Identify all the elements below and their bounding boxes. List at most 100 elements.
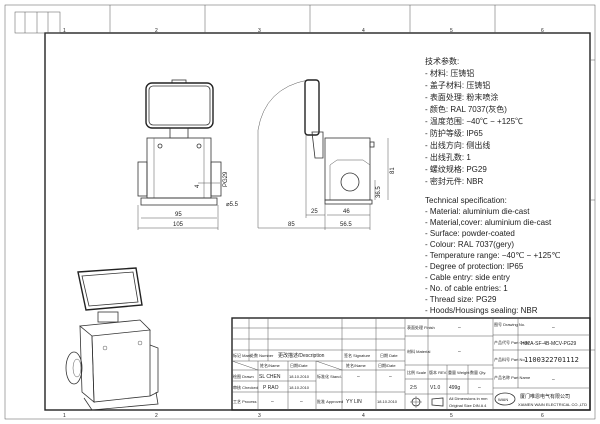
svg-text:–: –	[458, 349, 461, 355]
svg-text:更改描述/Description: 更改描述/Description	[278, 352, 325, 359]
svg-text:56.5: 56.5	[340, 222, 352, 228]
svg-text:1100322701112: 1100322701112	[524, 356, 579, 364]
svg-text:⌀5.5: ⌀5.5	[226, 202, 239, 208]
svg-text:1: 1	[63, 28, 66, 34]
svg-text:–: –	[271, 399, 274, 405]
svg-text:–: –	[458, 325, 461, 331]
svg-text:499g: 499g	[449, 385, 460, 391]
svg-text:–: –	[552, 377, 555, 383]
svg-text:105: 105	[173, 222, 184, 228]
svg-text:WAIN: WAIN	[498, 397, 508, 402]
svg-text:5: 5	[450, 28, 453, 34]
svg-text:- Hoods/Housings sealing: NBR: - Hoods/Housings sealing: NBR	[425, 306, 538, 315]
svg-text:- 温度范围: −40℃ − +125℃: - 温度范围: −40℃ − +125℃	[425, 116, 523, 126]
svg-text:日期/Date: 日期/Date	[290, 362, 308, 368]
title-block: 标记 Mark 处数 Number 更改描述/Description 签名 Si…	[231, 317, 591, 411]
svg-text:H32A-SF-4B-MCV-PG29: H32A-SF-4B-MCV-PG29	[521, 341, 577, 347]
svg-text:- 出线孔数: 1: - 出线孔数: 1	[425, 152, 471, 162]
svg-text:2:5: 2:5	[410, 385, 417, 391]
svg-text:1: 1	[63, 413, 66, 419]
svg-text:签名 Signature: 签名 Signature	[344, 352, 371, 358]
svg-text:Original Size DIN A 4: Original Size DIN A 4	[449, 403, 487, 408]
front-view: 95 105 ⌀5.5 PG29 4	[137, 79, 239, 230]
svg-text:XIAMEN WAIN ELECTRICAL CO.,LTD: XIAMEN WAIN ELECTRICAL CO.,LTD	[518, 402, 587, 407]
svg-text:- Cable entry: side entry: - Cable entry: side entry	[425, 273, 510, 282]
isometric-view	[65, 267, 159, 411]
svg-text:绘图 Drawn: 绘图 Drawn	[233, 373, 254, 379]
projection-symbol-icon	[410, 396, 444, 408]
svg-text:姓名/Name: 姓名/Name	[346, 362, 367, 368]
svg-text:技术参数:: 技术参数:	[425, 56, 459, 66]
svg-text:3: 3	[258, 28, 261, 34]
svg-text:姓名/Name: 姓名/Name	[260, 362, 281, 368]
svg-text:YY LIN: YY LIN	[346, 399, 362, 405]
svg-text:图号 Drawing No.: 图号 Drawing No.	[494, 321, 525, 327]
svg-text:- 螺纹规格: PG29: - 螺纹规格: PG29	[425, 164, 487, 174]
spec-chinese: 技术参数: - 材料: 压铸铝 - 盖子材料: 压铸铝 - 表面处理: 粉末喷涂…	[425, 56, 523, 186]
svg-text:All Dimensions in mm: All Dimensions in mm	[449, 396, 488, 401]
svg-text:批准 Approved: 批准 Approved	[317, 398, 343, 404]
svg-text:Technical specification:: Technical specification:	[425, 196, 507, 205]
svg-text:工艺 Process: 工艺 Process	[233, 399, 257, 404]
svg-text:处数 Number: 处数 Number	[250, 352, 274, 358]
svg-text:- 表面处理: 粉末喷涂: - 表面处理: 粉末喷涂	[425, 92, 498, 102]
svg-text:V1.0: V1.0	[430, 385, 441, 391]
company-logo: WAIN	[494, 392, 516, 406]
svg-text:6: 6	[541, 413, 544, 419]
svg-text:18.10.2010: 18.10.2010	[377, 399, 398, 404]
spec-english: Technical specification: - Material: alu…	[425, 196, 560, 315]
svg-text:产品料号 Part No.: 产品料号 Part No.	[494, 356, 526, 362]
svg-text:95: 95	[175, 212, 182, 218]
svg-text:产品代号 Part Code: 产品代号 Part Code	[494, 339, 530, 345]
svg-text:版本 REV.: 版本 REV.	[429, 369, 447, 375]
svg-text:- Colour: RAL 7037(gery): - Colour: RAL 7037(gery)	[425, 240, 514, 249]
svg-text:81: 81	[390, 167, 396, 174]
svg-text:25: 25	[311, 209, 318, 215]
svg-text:标准化 Stand.: 标准化 Stand.	[317, 373, 342, 379]
svg-text:- 出线方向: 侧出线: - 出线方向: 侧出线	[425, 140, 490, 150]
svg-text:3: 3	[258, 413, 261, 419]
svg-text:厦门唯恩电气有限公司: 厦门唯恩电气有限公司	[520, 393, 570, 400]
svg-text:日期 Date: 日期 Date	[380, 352, 398, 358]
svg-text:标记 Mark: 标记 Mark	[233, 352, 251, 358]
svg-text:重量 Weight: 重量 Weight	[448, 369, 470, 375]
svg-text:–: –	[389, 374, 392, 380]
svg-text:- 防护等级: IP65: - 防护等级: IP65	[425, 128, 483, 138]
svg-text:2: 2	[155, 413, 158, 419]
svg-text:- 材料: 压铸铝: - 材料: 压铸铝	[425, 68, 474, 78]
svg-text:4: 4	[362, 413, 365, 419]
svg-text:- Thread size: PG29: - Thread size: PG29	[425, 295, 497, 304]
grid-labels: 1 2 3 4 5 6 1 2 3 4 5 6	[63, 5, 595, 419]
svg-text:36.5: 36.5	[376, 186, 382, 198]
svg-text:表面处理 Finish: 表面处理 Finish	[407, 324, 435, 330]
svg-text:产品名称 Part Name: 产品名称 Part Name	[494, 374, 531, 380]
svg-text:- Degree of protection: IP65: - Degree of protection: IP65	[425, 262, 524, 271]
svg-text:–: –	[300, 399, 303, 405]
svg-text:SL CHEN: SL CHEN	[259, 374, 281, 380]
outer-border	[4, 4, 596, 420]
svg-text:2: 2	[155, 28, 158, 34]
svg-text:- 颜色: RAL 7037(灰色): - 颜色: RAL 7037(灰色)	[425, 104, 507, 114]
svg-text:- 密封元件: NBR: - 密封元件: NBR	[425, 176, 483, 186]
svg-text:- Surface: powder-coated: - Surface: powder-coated	[425, 229, 515, 238]
svg-text:- 盖子材料: 压铸铝: - 盖子材料: 压铸铝	[425, 80, 490, 90]
svg-text:材料 Material: 材料 Material	[407, 348, 430, 354]
svg-text:- Temperature range: −40℃ − +1: - Temperature range: −40℃ − +125℃	[425, 251, 560, 260]
svg-text:85: 85	[288, 222, 295, 228]
svg-text:- No. of cable entries: 1: - No. of cable entries: 1	[425, 284, 508, 293]
svg-text:–: –	[478, 385, 481, 391]
svg-text:数量 Qty.: 数量 Qty.	[470, 369, 486, 375]
side-view: 25 46 85 56.5 81 36.5	[257, 79, 396, 230]
svg-text:- Material,cover: aluminium di: - Material,cover: aluminium die-cast	[425, 218, 552, 227]
svg-text:5: 5	[450, 413, 453, 419]
svg-text:18.10.2010: 18.10.2010	[289, 374, 310, 379]
svg-text:4: 4	[195, 184, 201, 188]
svg-text:- Material: aluminium die-cast: - Material: aluminium die-cast	[425, 207, 530, 216]
svg-text:18.10.2010: 18.10.2010	[289, 385, 310, 390]
svg-text:6: 6	[541, 28, 544, 34]
svg-text:审核 Checked: 审核 Checked	[233, 384, 258, 390]
svg-text:日期/Date: 日期/Date	[378, 362, 396, 368]
svg-text:P RAO: P RAO	[263, 385, 279, 391]
revision-strip	[14, 11, 61, 34]
svg-text:–: –	[357, 374, 360, 380]
